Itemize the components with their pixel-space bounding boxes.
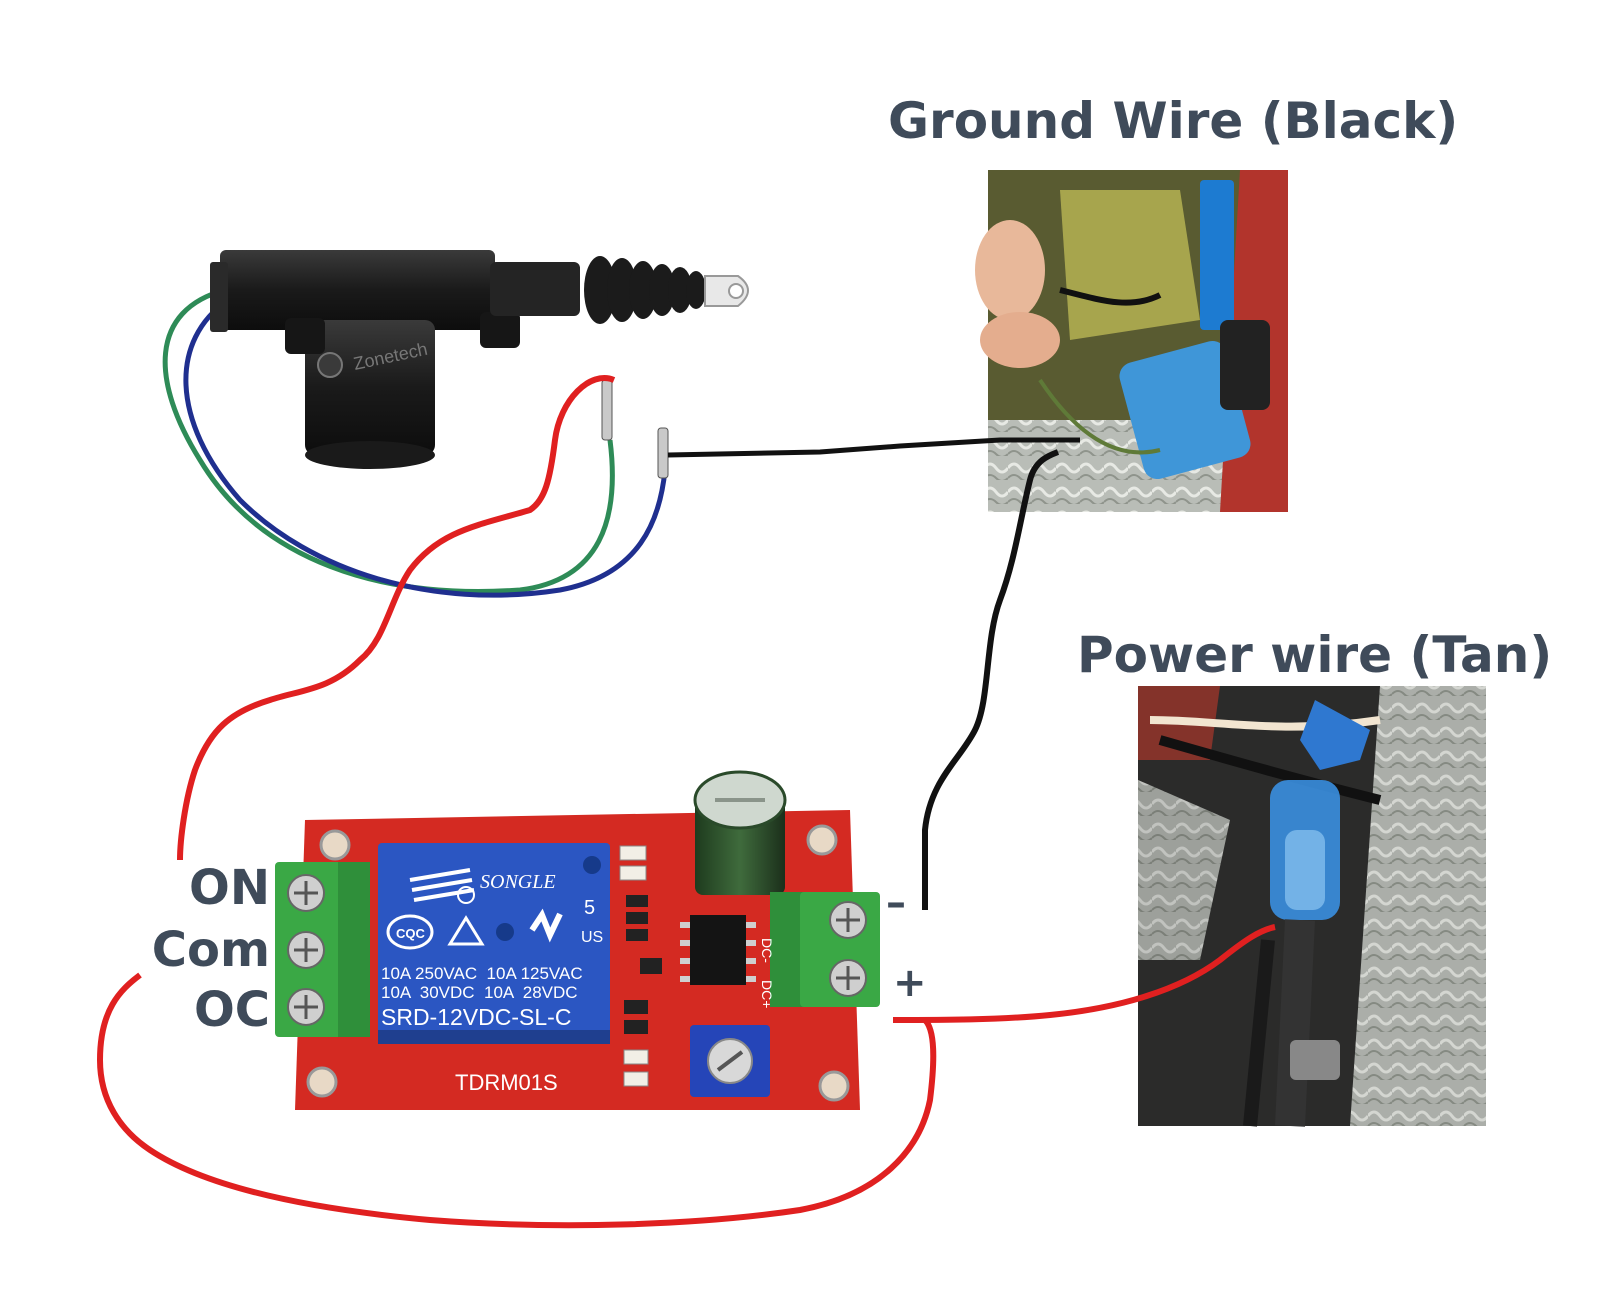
relay-brand: SONGLE (480, 871, 556, 893)
power-tap-connector (1300, 700, 1370, 770)
black-wire-ground (667, 437, 1080, 458)
green-wire-pin (601, 379, 613, 441)
actuator-green-wire (162, 287, 615, 594)
ground-connector (1119, 340, 1251, 480)
terminal-label-oc: OC (193, 982, 270, 1038)
terminal-label-com: Com (151, 922, 270, 978)
terminal-screw-com (287, 931, 325, 969)
zonetech-logo-icon (317, 352, 343, 378)
relay-rating-line-1: 10A 250VAC 10A 125VAC (381, 964, 583, 983)
terminal-screw-minus (829, 901, 867, 939)
terminal-label-on: ON (189, 860, 270, 916)
actuator-motor (305, 320, 435, 455)
plus-sign-label: + (893, 960, 927, 1006)
songle-logo-icon (409, 868, 475, 902)
red-wire-actuator-on (177, 375, 616, 861)
actuator-blue-wire (183, 297, 668, 598)
hand-thumb (975, 220, 1045, 320)
power-wire-title: Power wire (Tan) (1077, 626, 1553, 684)
warning-triangle-icon (447, 915, 485, 946)
terminal-screw-plus (829, 959, 867, 997)
dc-minus-label: DC- (759, 938, 775, 963)
minus-sign-label: – (886, 880, 906, 926)
actuator-bellows (584, 256, 706, 324)
ground-wire-title: Ground Wire (Black) (888, 92, 1459, 150)
mount-hole-br (818, 1070, 850, 1102)
mount-hole-bl (306, 1066, 338, 1098)
mount-hole-tr (806, 824, 838, 856)
relay-module: CQC 5 US SONGLE 10A 250VAC 10A 125VAC 10… (275, 770, 880, 1110)
board-model: TDRM01S (455, 1070, 558, 1095)
actuator-housing (220, 250, 495, 330)
blue-wire-pin (657, 427, 669, 479)
black-wire-relay-minus (922, 449, 1060, 910)
timer-ic (690, 915, 746, 985)
dc-plus-label: DC+ (759, 980, 775, 1008)
led-2 (619, 865, 647, 881)
relay-model: SRD-12VDC-SL-C (381, 1004, 571, 1030)
ul-us: US (581, 929, 603, 946)
terminal-screw-on (287, 874, 325, 912)
ul-mark-icon (529, 908, 563, 943)
cqc-mark-icon: CQC (386, 914, 434, 950)
red-wire-com-loop (96, 972, 937, 1229)
songle-relay (378, 843, 610, 1033)
terminal-screw-oc (287, 988, 325, 1026)
led-1 (619, 845, 647, 861)
red-wire-plus-power (892, 924, 1276, 1023)
ground-wire-photo (975, 170, 1288, 512)
cqc-mark-text: CQC (396, 926, 426, 941)
mount-hole-tl (319, 829, 351, 861)
relay-rating-line-2: 10A 30VDC 10A 28VDC (381, 983, 578, 1002)
power-wire-photo (1138, 686, 1486, 1127)
door-lock-actuator: Zonetech (162, 250, 749, 598)
ul-number: 5 (584, 897, 595, 919)
